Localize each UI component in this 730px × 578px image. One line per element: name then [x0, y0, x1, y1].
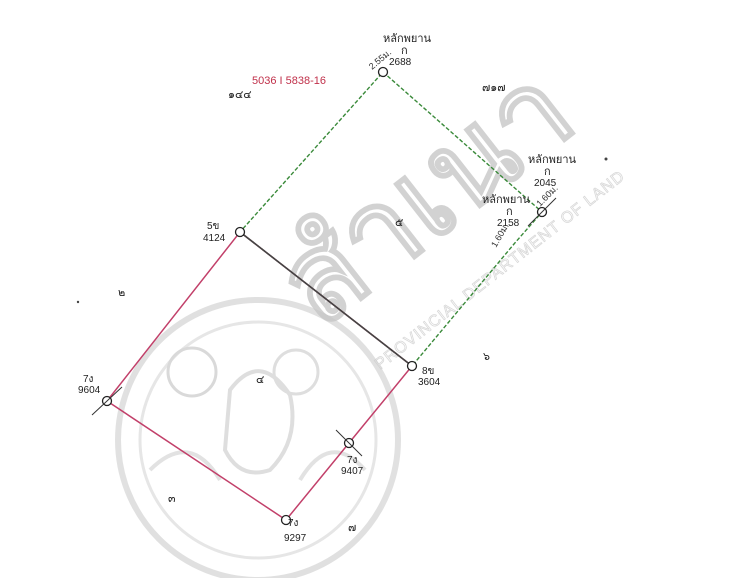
marker-label-9297-code: 7ง [288, 518, 299, 529]
parcel-number-right: ๖ [483, 350, 490, 363]
marker-point-3604 [406, 360, 418, 372]
marker-point-2688 [377, 66, 389, 78]
stray-dot [76, 300, 80, 304]
parcel-number-bottom-right: ๗ [348, 521, 356, 534]
tick-9604 [91, 386, 123, 416]
marker-label-2688-code: หลักพยาน [383, 32, 432, 45]
tick-9407 [335, 429, 363, 457]
parcel-number-top-right: ๗๑๗ [482, 81, 506, 94]
marker-label-2688-num: 2688 [389, 57, 412, 68]
marker-label-3604-num: 3604 [418, 377, 441, 388]
marker-label-9407-num: 9407 [341, 466, 364, 477]
tick-2045 [527, 197, 557, 227]
parcel-upper-boundary [238, 71, 543, 367]
marker-point-9297 [280, 514, 292, 526]
marker-label-2045-code: หลักพยาน [528, 153, 577, 166]
watermark-seal [115, 297, 401, 578]
marker-label-4124-code: 5ข [207, 221, 219, 232]
parcel-number-bottom-left: ๓ [168, 492, 176, 505]
parcel-number-top-left: ๑๔๔ [228, 88, 252, 101]
marker-ticks [91, 197, 557, 457]
marker-label-2158-code: หลักพยาน [482, 193, 531, 206]
parcel-number-left: ๒ [118, 286, 125, 299]
seal-flourish [148, 450, 367, 482]
parcel-number-upper: ๕ [395, 216, 403, 229]
marker-label-2688-sub: ก [401, 44, 408, 57]
stray-dot [604, 157, 608, 161]
marker-label-2158-sub: ก [506, 205, 513, 218]
shared-boundary-line [239, 231, 413, 367]
marker-label-9604-code: 7ง [83, 374, 94, 385]
marker-label-2045-sub: ก [544, 165, 551, 178]
seal-emblem-left [166, 346, 218, 398]
marker-label-4124-num: 4124 [203, 233, 226, 244]
seal-outer-ring [115, 297, 401, 578]
parcel-number-lower: ๔ [256, 373, 264, 386]
marker-label-9297-num: 9297 [284, 533, 307, 544]
marker-label-9407-code: 7ง [347, 455, 358, 466]
parcel-reference: 5036 I 5838-16 [252, 75, 326, 87]
marker-label-3604-code: 8ข [422, 366, 434, 377]
seal-figure [222, 369, 295, 475]
marker-label-9604-num: 9604 [78, 385, 101, 396]
seal-emblem-right [272, 348, 320, 396]
seal-inner-ring [138, 320, 378, 560]
marker-label-2158-num: 2158 [497, 218, 520, 229]
marker-point-4124 [234, 226, 246, 238]
marker-label-2045-num: 2045 [534, 178, 557, 189]
